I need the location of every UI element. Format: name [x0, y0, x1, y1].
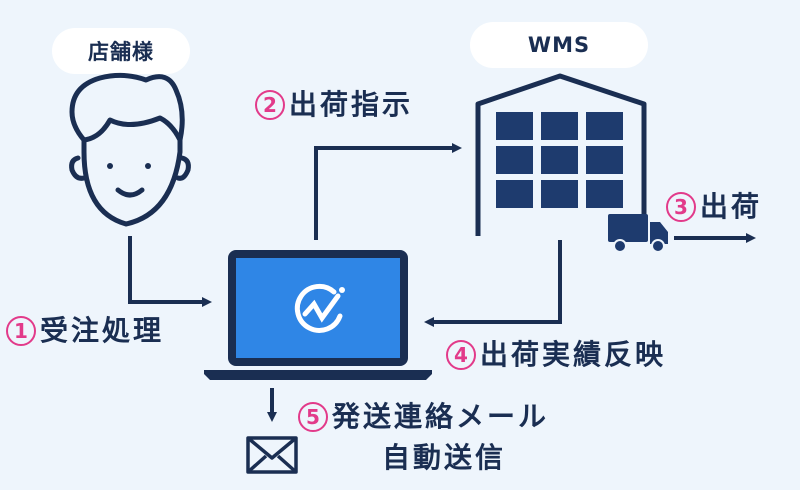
arrow-order: [128, 236, 212, 307]
step-1-number: 1: [6, 316, 36, 346]
step-5-label-line2: 自動送信: [382, 441, 507, 474]
step-5-mail-notification: 5 発送連絡メール: [298, 402, 549, 432]
logo-icon: [294, 283, 345, 333]
arrow-shipment-result: [424, 240, 562, 327]
step-5-number: 5: [298, 402, 328, 432]
step-4-number: 4: [446, 340, 476, 370]
connectors: [128, 143, 756, 422]
step-3-number: 3: [666, 192, 696, 222]
mail-icon: [246, 436, 298, 474]
store-label-pill: 店舗様: [52, 28, 190, 74]
truck-icon: [608, 214, 668, 253]
step-4-shipment-result: 4 出荷実績反映: [446, 340, 666, 370]
step-1-label: 受注処理: [40, 314, 165, 347]
wms-label: WMS: [527, 33, 591, 57]
laptop-icon: [204, 250, 432, 380]
warehouse-icon: [475, 73, 647, 236]
wms-label-pill: WMS: [470, 22, 648, 68]
step-2-label: 出荷指示: [289, 88, 414, 121]
store-label: 店舗様: [88, 40, 154, 64]
step-3-label: 出荷: [700, 190, 763, 223]
step-3-shipment: 3 出荷: [666, 192, 762, 222]
step-5-label: 発送連絡メール: [332, 400, 550, 433]
step-2-number: 2: [255, 90, 285, 120]
step-2-shipping-instruction: 2 出荷指示: [255, 90, 413, 120]
person-icon: [69, 72, 191, 227]
arrow-shipping-instruction: [314, 143, 462, 240]
step-1-order-processing: 1 受注処理: [6, 316, 164, 346]
step-4-label: 出荷実績反映: [480, 338, 667, 371]
